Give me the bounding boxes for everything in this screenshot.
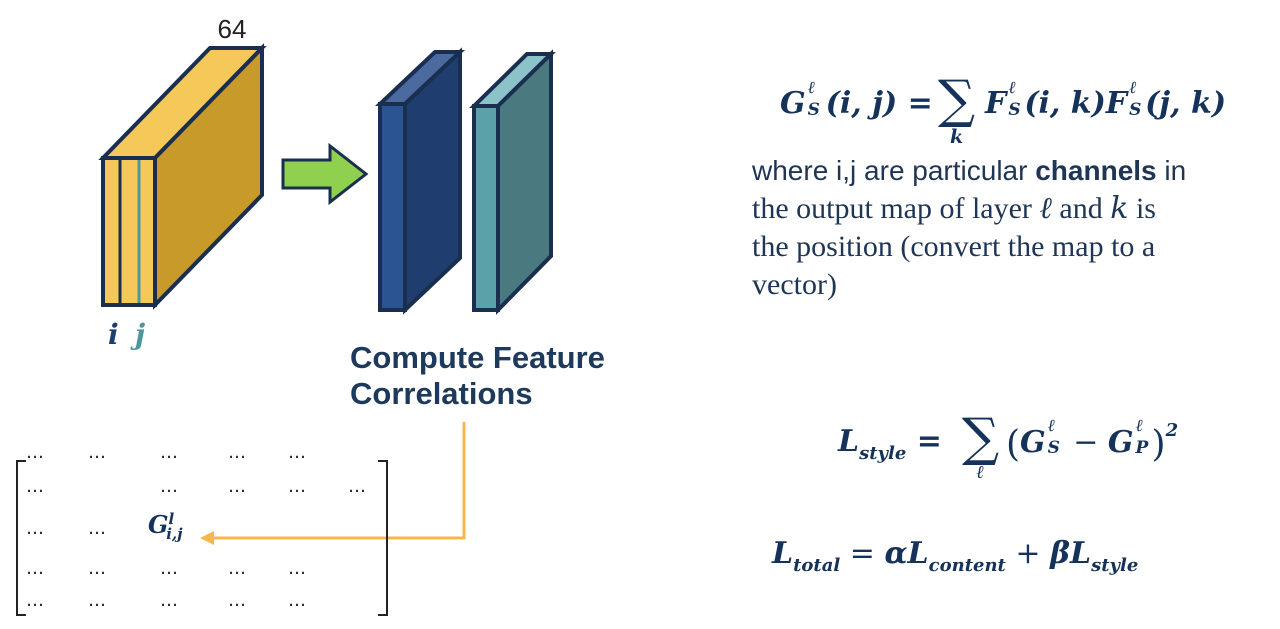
matrix-element-gij: Gli,j (148, 510, 183, 543)
gram-matrix: … … … … … … … … … … … … … … … … … … … … … (16, 440, 388, 616)
ltotal-sub: total (793, 555, 841, 576)
f1-sup: ℓ (1008, 78, 1016, 98)
lstyle2-sub: style (1091, 555, 1139, 576)
desc-line2b: and (1051, 192, 1111, 225)
gij-symbol: G (148, 510, 169, 539)
desc-k: k (1110, 191, 1129, 226)
gram-args: (i, j) = (825, 86, 933, 121)
lstyle-symbol: L (838, 424, 860, 459)
gram-sub: S (807, 100, 820, 120)
sum-symbol-style: ∑ (962, 408, 1000, 468)
gp-sup: ℓ (1135, 416, 1143, 436)
matrix-dots: … (288, 476, 306, 497)
total-eq: = (840, 536, 885, 571)
matrix-dots: … (88, 590, 106, 611)
gram-description: where i,j are particular channels in the… (752, 152, 1252, 304)
caption-line1: Compute Feature (350, 340, 605, 375)
matrix-dots: … (26, 518, 44, 539)
gij-sup: l (168, 510, 175, 528)
sum-index: k (950, 126, 964, 148)
power-2: 2 (1165, 420, 1179, 441)
matrix-dots: … (88, 442, 106, 463)
label-i: i (108, 318, 119, 351)
gram-map-blue (374, 47, 466, 315)
gp-sub: P (1135, 438, 1149, 458)
matrix-dots: … (88, 518, 106, 539)
yellow-connector-arrow (212, 422, 466, 540)
beta-symbol: β (1050, 536, 1071, 571)
desc-line2a: the output map of layer (752, 192, 1040, 225)
desc-part2: in (1156, 155, 1187, 186)
minus-sign: − (1063, 425, 1108, 460)
matrix-dots: … (26, 558, 44, 579)
matrix-dots: … (160, 590, 178, 611)
style-sum-index: ℓ (976, 462, 984, 483)
caption: Compute Feature Correlations (350, 340, 605, 412)
gram-map-teal (469, 49, 556, 315)
gs-sub: S (1047, 438, 1060, 458)
matrix-dots: … (348, 476, 366, 497)
total-loss-formula: Ltotal = αLcontent + βLstyle (772, 536, 1138, 576)
matrix-dots: … (26, 442, 44, 463)
alpha-symbol: α (884, 536, 908, 571)
f1-args: (i, k) (1024, 86, 1106, 121)
lstyle-sub: style (859, 443, 907, 464)
f2-sub: S (1129, 100, 1142, 120)
f2-args: (j, k) (1145, 86, 1227, 121)
matrix-dots: … (160, 476, 178, 497)
matrix-dots: … (228, 476, 246, 497)
desc-part1: where i,j are particular (752, 155, 1036, 186)
desc-bold-channels: channels (1035, 155, 1157, 186)
plus-sign: + (1005, 536, 1051, 571)
desc-line4: vector) (752, 268, 837, 301)
label-j: j (135, 318, 146, 351)
depth-label: 64 (218, 14, 247, 44)
feature-symbol-1: F (985, 86, 1007, 121)
feature-tensor (98, 43, 267, 310)
gram-symbol: G (780, 86, 806, 121)
matrix-dots: … (160, 558, 178, 579)
matrix-left-bracket (16, 460, 26, 616)
caption-line2: Correlations (350, 376, 533, 411)
desc-line3: the position (convert the map to a (752, 230, 1156, 263)
lcontent-symbol: L (907, 536, 929, 571)
sum-symbol: ∑ (938, 70, 976, 130)
desc-ell: ℓ (1039, 191, 1052, 226)
ltotal-symbol: L (772, 536, 794, 571)
gs-symbol: G (1020, 425, 1046, 460)
matrix-dots: … (160, 442, 178, 463)
matrix-right-bracket (378, 460, 388, 616)
matrix-dots: … (228, 442, 246, 463)
matrix-dots: … (88, 558, 106, 579)
matrix-dots: … (26, 476, 44, 497)
right-arrow-icon (281, 142, 369, 206)
lstyle-eq: = (906, 424, 942, 459)
matrix-dots: … (288, 590, 306, 611)
matrix-dots: … (228, 558, 246, 579)
matrix-dots: … (26, 590, 44, 611)
gp-symbol: G (1107, 425, 1134, 460)
arrow-head-icon (200, 531, 214, 545)
f2-sup: ℓ (1129, 78, 1137, 98)
feature-symbol-2: F (1105, 86, 1128, 121)
lcontent-sub: content (928, 555, 1006, 576)
gram-sup: ℓ (807, 78, 815, 98)
matrix-dots: … (288, 558, 306, 579)
lstyle2-symbol: L (1070, 536, 1092, 571)
matrix-dots: … (228, 590, 246, 611)
f1-sub: S (1008, 100, 1021, 120)
matrix-dots: … (288, 442, 306, 463)
gs-sup: ℓ (1047, 416, 1055, 436)
gij-sub: i,j (166, 524, 183, 543)
desc-line2c: is (1128, 192, 1156, 225)
